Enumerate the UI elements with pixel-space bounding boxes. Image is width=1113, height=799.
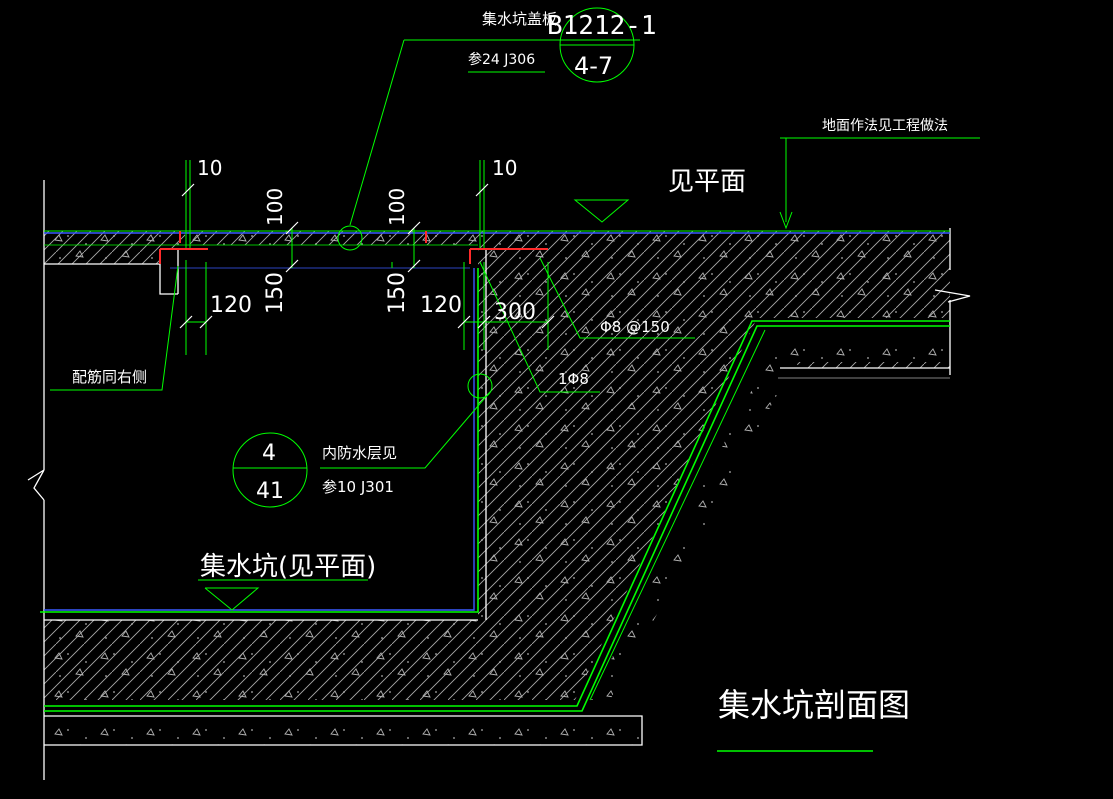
waterproof-lines	[40, 230, 950, 752]
dim-right-gap: 10	[492, 156, 517, 180]
concrete-body	[44, 231, 950, 745]
detail-bottom: 41	[256, 479, 284, 504]
dim-right-ledge-h: 150	[385, 272, 410, 314]
labels: 集水坑盖板 B1212-1 参24 J306 4-7 地面作法见工程做法 见平面…	[72, 10, 948, 724]
detail-top: 4	[262, 441, 276, 466]
rebar-note-1: Φ8 @150	[600, 318, 670, 336]
waterproof-detail-circle	[232, 432, 308, 508]
waterproof-note: 内防水层见	[322, 444, 397, 462]
dim-left-ledge-w: 120	[210, 293, 252, 318]
dim-wall-w: 300	[494, 300, 536, 325]
rebar-note-2: 1Φ8	[558, 370, 589, 388]
see-plan: 见平面	[668, 167, 746, 197]
dimension-lines	[50, 39, 980, 611]
rebar-marks	[159, 231, 548, 264]
cover-detail: 4-7	[574, 52, 613, 80]
floor-note: 地面作法见工程做法	[822, 118, 948, 134]
leader-circle-cover	[337, 225, 363, 251]
callout-circles	[232, 7, 635, 508]
leader-circle-wall	[467, 373, 493, 399]
drawing-title: 集水坑剖面图	[718, 686, 910, 724]
waterproof-ref: 参10 J301	[322, 478, 394, 496]
outlines	[27, 180, 971, 780]
dim-left-gap: 10	[197, 156, 222, 180]
cover-code: B1212-1	[547, 11, 657, 41]
cover-note: 集水坑盖板	[482, 10, 557, 28]
dim-right-ledge-w: 120	[420, 293, 462, 318]
cover-ref: 参24 J306	[468, 51, 535, 68]
dim-right-cover: 100	[385, 188, 409, 226]
pit-label: 集水坑(见平面)	[200, 552, 376, 582]
dim-ticks	[179, 183, 555, 329]
dim-left-cover: 100	[263, 188, 287, 226]
blue-lines	[44, 232, 950, 611]
reinforcement-note: 配筋同右侧	[72, 368, 147, 386]
dim-left-ledge-h: 150	[263, 272, 288, 314]
